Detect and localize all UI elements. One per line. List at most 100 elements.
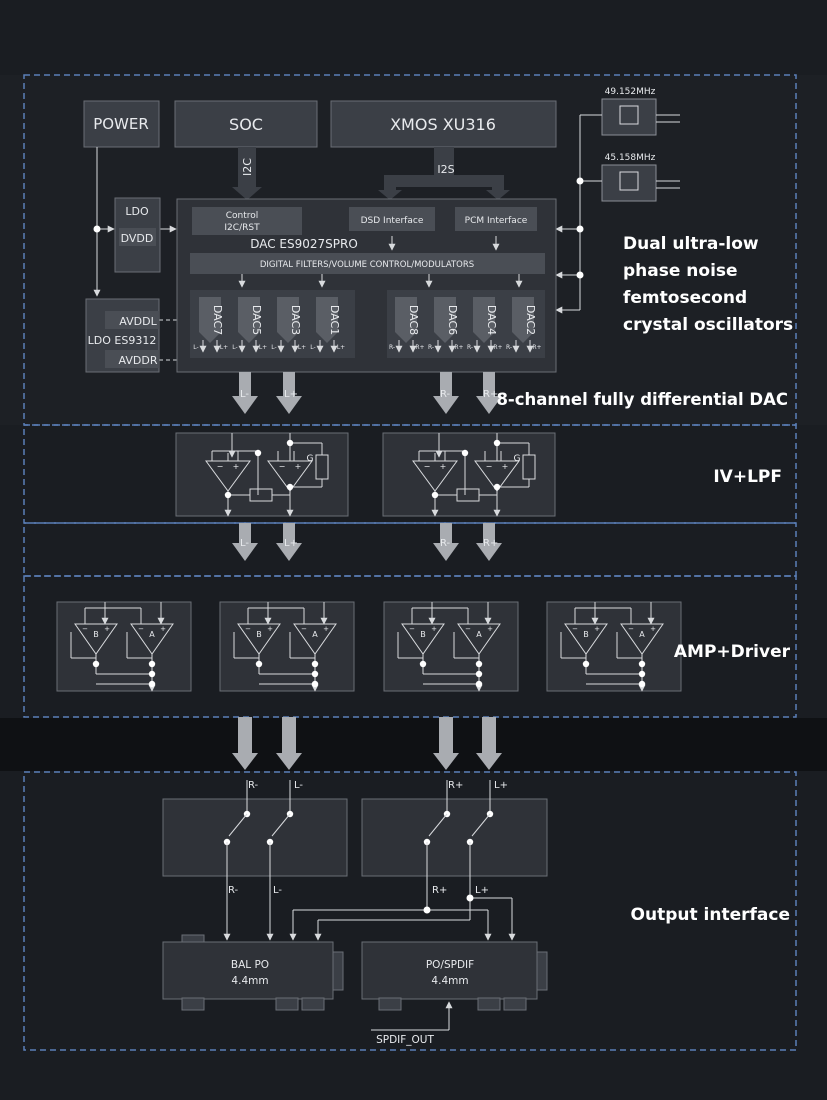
- dac-channel: [277, 297, 299, 343]
- control-label-2: I2C/RST: [224, 223, 260, 233]
- dac-channel: [512, 297, 534, 343]
- opamp-plus: +: [233, 462, 240, 471]
- amp-minus: −: [82, 625, 88, 633]
- amp-section-label: AMP+Driver: [674, 642, 791, 662]
- amp-plus: +: [431, 625, 437, 633]
- section-borders: [23, 74, 797, 1051]
- dac-channel-label: DAC1: [328, 305, 341, 335]
- opamp-minus: −: [486, 462, 493, 471]
- osc2-block: [601, 164, 657, 202]
- pcm-label: PCM Interface: [465, 216, 528, 226]
- out-l-plus-top: L+: [494, 780, 508, 791]
- switch-left-block: [162, 798, 348, 877]
- dac-channel-label: DAC2: [524, 305, 537, 335]
- dac-name-label: DAC ES9027SPRO: [250, 237, 358, 251]
- ivlpf-module: [382, 432, 556, 517]
- dac-pin-minus: R-: [428, 344, 434, 351]
- mid-l-minus: L-: [240, 538, 249, 549]
- band-arrow: [482, 717, 496, 754]
- dac-channel: [316, 297, 338, 343]
- dac-out-r-minus: R-: [440, 389, 451, 400]
- dac-pin-minus: R-: [467, 344, 473, 351]
- out-l-minus-bot: L-: [273, 885, 282, 896]
- out-r-minus-bot: R-: [228, 885, 239, 896]
- dac-pin-minus: R-: [389, 344, 395, 351]
- dac-channel-label: DAC7: [211, 305, 224, 335]
- band-arrow-head: [276, 753, 302, 770]
- soc-label: SOC: [229, 115, 263, 134]
- amp-plus: +: [487, 625, 493, 633]
- bal-po-size: 4.4mm: [231, 975, 268, 987]
- amp-minus: −: [465, 625, 471, 633]
- opamp-plus: +: [440, 462, 447, 471]
- xmos-block: [330, 100, 557, 148]
- dac-out-l-plus: L+: [284, 389, 298, 400]
- filters-block: [190, 253, 545, 274]
- osc-label-1: Dual ultra-low: [623, 234, 759, 254]
- dac-channel: [395, 297, 417, 343]
- power-block: [83, 100, 160, 148]
- amp-minus: −: [572, 625, 578, 633]
- dac-channel: [434, 297, 456, 343]
- osc-label-4: crystal oscillators: [623, 315, 793, 335]
- opamp-plus: +: [502, 462, 509, 471]
- avddr-label: AVDDR: [119, 354, 158, 367]
- amp-label: B: [256, 630, 262, 639]
- amp-opamp: [401, 623, 445, 655]
- amp-minus: −: [301, 625, 307, 633]
- band-arrow-head: [433, 753, 459, 770]
- gain-label: G: [514, 454, 521, 464]
- amp-module: [219, 601, 355, 692]
- amp-module: [383, 601, 519, 692]
- dac-pin-plus: L+: [298, 344, 306, 351]
- out-r-plus-bot: R+: [432, 885, 447, 896]
- dac-pin-minus: R-: [506, 344, 512, 351]
- dac-pin-plus: L+: [337, 344, 345, 351]
- amp-opamp: [620, 623, 664, 655]
- amp-minus: −: [138, 625, 144, 633]
- i2s-label: I2S: [437, 163, 454, 176]
- bal-po-name: BAL PO: [231, 959, 269, 971]
- spdif-out-label: SPDIF_OUT: [376, 1034, 434, 1046]
- osc2-label: 45.158MHz: [605, 153, 656, 163]
- band-arrow: [238, 717, 252, 754]
- dac-pin-minus: L-: [232, 344, 237, 351]
- band-arrow: [282, 717, 296, 754]
- control-label-1: Control: [226, 211, 259, 221]
- filters-label: DIGITAL FILTERS/VOLUME CONTROL/MODULATOR…: [260, 260, 474, 270]
- dac-channel: [199, 297, 221, 343]
- out-r-plus-top: R+: [448, 780, 463, 791]
- amp-plus: +: [160, 625, 166, 633]
- opamp-minus: −: [279, 462, 286, 471]
- dac-pin-minus: L-: [310, 344, 315, 351]
- amp-opamp: [237, 623, 281, 655]
- dac-channel-label: DAC6: [446, 305, 459, 335]
- dac-out-l-minus: L-: [240, 389, 249, 400]
- amp-opamp: [130, 623, 174, 655]
- gain-label: G: [307, 454, 314, 464]
- ivlpf-module: [175, 432, 349, 517]
- out-l-minus-top: L-: [294, 780, 303, 791]
- dsd-label: DSD Interface: [361, 216, 424, 226]
- ldo-label: LDO: [125, 205, 149, 218]
- mid-l-plus: L+: [284, 538, 298, 549]
- avddl-label: AVDDL: [119, 315, 157, 328]
- amp-module: [56, 601, 192, 692]
- output-section-label: Output interface: [631, 905, 790, 925]
- opamp-minus: −: [424, 462, 431, 471]
- po-spdif-connector: [361, 941, 548, 1011]
- amp-opamp: [564, 623, 608, 655]
- opamp-plus: +: [295, 462, 302, 471]
- dac-pin-plus: L+: [259, 344, 267, 351]
- power-label: POWER: [93, 115, 149, 133]
- amp-opamp: [457, 623, 501, 655]
- amp-plus: +: [594, 625, 600, 633]
- ldo-es9312-label: LDO ES9312: [88, 334, 157, 347]
- amp-plus: +: [267, 625, 273, 633]
- amp-opamp: [293, 623, 337, 655]
- opamp-minus: −: [217, 462, 224, 471]
- dac-channel-label: DAC5: [250, 305, 263, 335]
- switch-right-block: [361, 798, 548, 877]
- amp-label: A: [639, 630, 645, 639]
